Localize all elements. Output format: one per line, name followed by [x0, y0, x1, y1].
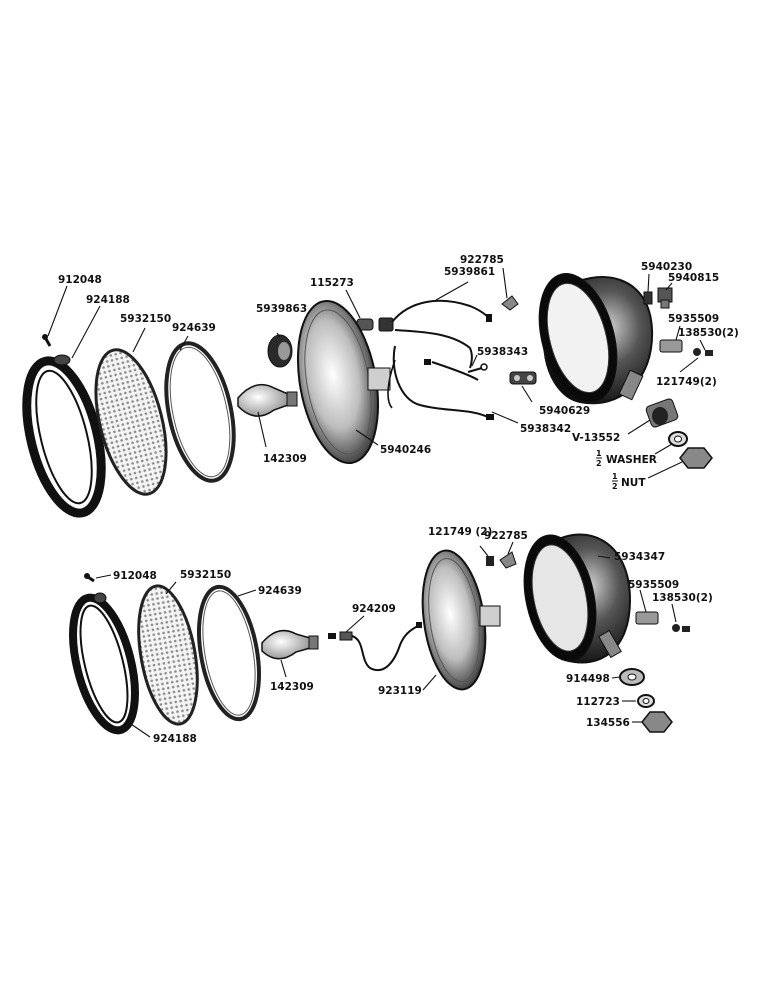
bulb-142309-lower [261, 629, 319, 660]
label-5940246: 5940246 [380, 444, 431, 456]
screw-912048 [42, 334, 52, 347]
upper-leader-lines [47, 267, 706, 479]
lens-5932150-lower [137, 584, 199, 726]
label-5940629: 5940629 [539, 405, 590, 417]
fraction-nut-den: 2 [612, 482, 618, 491]
upper-assembly: 912048 924188 5932150 924639 5939863 115… [22, 254, 739, 518]
lens-5932150 [94, 348, 168, 496]
label-142309-lower: 142309 [270, 681, 314, 693]
label-924209: 924209 [352, 603, 396, 615]
door-ring-924188 [22, 354, 106, 518]
label-922785-upper: 922785 [460, 254, 504, 266]
label-half-washer: 1 2 WASHER [596, 449, 657, 468]
wire-924209 [328, 622, 422, 671]
label-5932150-lower: 5932150 [180, 569, 231, 581]
bolt-5940230 [643, 291, 653, 305]
label-924639-upper: 924639 [172, 322, 216, 334]
label-5935509-upper: 5935509 [668, 313, 719, 325]
label-121749-upper: 121749(2) [656, 376, 717, 388]
lower-assembly: 912048 5932150 924639 924188 142309 9242… [69, 526, 713, 745]
label-5939861: 5939861 [444, 266, 495, 278]
clip-922785-lower [499, 551, 517, 569]
label-5935509-lower: 5935509 [628, 579, 679, 591]
connector-115273 [356, 317, 394, 332]
screw-5935509 [659, 339, 683, 353]
label-924188-lower: 924188 [153, 733, 197, 745]
gasket-924639 [164, 341, 236, 483]
label-138530-lower: 138530(2) [652, 592, 713, 604]
fraction-nut-num: 1 [612, 472, 618, 481]
label-923119: 923119 [378, 685, 422, 697]
connector-5940815 [657, 287, 673, 309]
clip-922785 [501, 295, 519, 311]
door-ring-924188-lower [69, 592, 139, 735]
nut-label: NUT [621, 477, 646, 489]
wire-harness-5939861 [387, 299, 494, 420]
label-134556: 134556 [586, 717, 630, 729]
label-924639-lower: 924639 [258, 585, 302, 597]
label-138530-upper: 138530(2) [678, 327, 739, 339]
fraction-washer-den: 2 [596, 459, 602, 468]
lower-leader-lines [95, 541, 677, 738]
label-half-nut: 1 2 NUT [612, 472, 646, 491]
screw-5935509-lower [635, 611, 659, 625]
housing-shell-5934347 [523, 533, 632, 664]
nut-134556 [641, 711, 673, 733]
washer-112723 [637, 694, 655, 708]
reflector-923119 [421, 549, 501, 691]
label-922785-lower: 922785 [484, 530, 528, 542]
label-5938343: 5938343 [477, 346, 528, 358]
nut-138530 [693, 348, 713, 356]
nut-half-inch [679, 447, 713, 469]
label-912048-upper: 912048 [58, 274, 102, 286]
washer-label: WASHER [606, 454, 657, 466]
spacer-V13552 [645, 398, 679, 428]
label-5939863: 5939863 [256, 303, 307, 315]
housing-shell-upper [538, 273, 654, 405]
socket-5939863 [267, 334, 293, 368]
label-5940230: 5940230 [641, 261, 692, 273]
label-121749-lower: 121749 (2) [428, 526, 492, 538]
label-115273: 115273 [310, 277, 354, 289]
label-5932150-upper: 5932150 [120, 313, 171, 325]
screw-121749-lower [486, 556, 494, 566]
washer-914498 [619, 668, 645, 686]
label-924188-upper: 924188 [86, 294, 130, 306]
label-5940815: 5940815 [668, 272, 719, 284]
gasket-924639-lower [197, 584, 261, 722]
label-142309-upper: 142309 [263, 453, 307, 465]
bulb-142309 [237, 383, 298, 417]
label-5934347: 5934347 [614, 551, 665, 563]
label-112723: 112723 [576, 696, 620, 708]
label-912048-lower: 912048 [113, 570, 157, 582]
washer-half-inch [668, 431, 688, 447]
screw-912048-lower [84, 573, 95, 583]
nut-138530-lower [672, 624, 690, 632]
label-914498: 914498 [566, 673, 610, 685]
label-5938342: 5938342 [520, 423, 571, 435]
terminal-5940629 [509, 371, 537, 385]
fraction-washer-num: 1 [596, 449, 602, 458]
label-V13552: V-13552 [572, 432, 620, 444]
wire-5938343 [467, 363, 488, 373]
reflector-5940246 [296, 299, 391, 465]
